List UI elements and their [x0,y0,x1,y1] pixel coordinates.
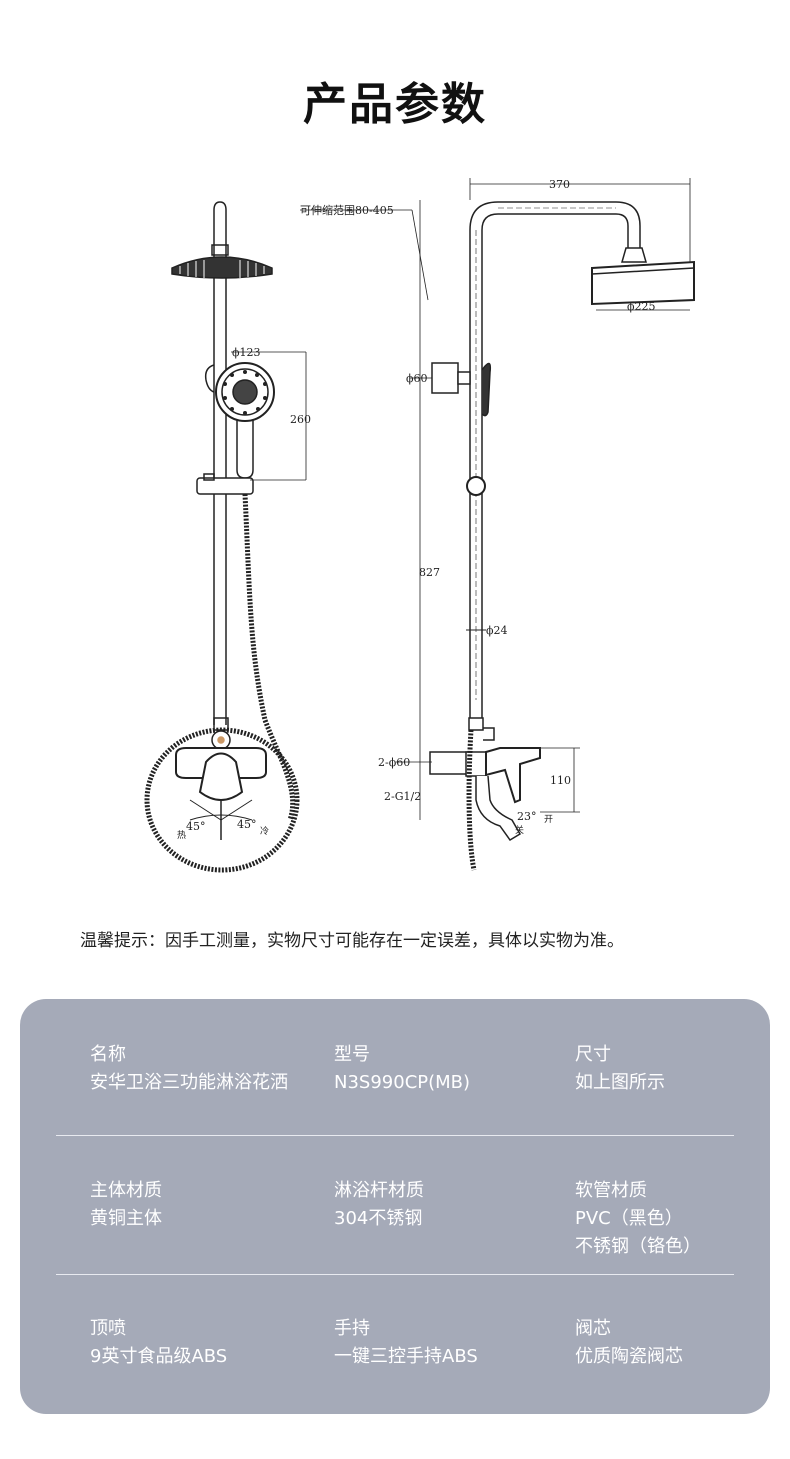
telescopic-label: 可伸缩范围80-405 [300,203,394,217]
spec-label: 手持 [334,1318,370,1339]
front-view [144,201,307,873]
spec-cell-model: 型号 N3S990CP(MB) [334,1041,470,1097]
head-diameter-label: ϕ225 [627,300,656,313]
side-view [300,178,695,871]
spec-value: 优质陶瓷阀芯 [575,1346,683,1367]
cold-label: 冷 [260,825,269,837]
angle-side-label: 23° [517,810,537,823]
angle-left-label: 45° [186,820,206,833]
spec-cell-name: 名称 安华卫浴三功能淋浴花洒 [90,1041,288,1097]
spec-cell-top-spray: 顶喷 9英寸食品级ABS [90,1315,227,1371]
spec-value: N3S990CP(MB) [334,1072,471,1093]
valve-height-label: 110 [550,774,571,787]
thread-label: 2-G1/2 [384,790,421,803]
spec-value: 安华卫浴三功能淋浴花洒 [90,1072,288,1093]
spec-value: 304不锈钢 [334,1208,423,1229]
spec-label: 顶喷 [90,1318,126,1339]
open-label: 开 [544,814,553,825]
spec-cell-hose-material: 软管材质 PVC（黑色） 不锈钢（铬色） [575,1177,701,1261]
notice-text: 温馨提示：因手工测量，实物尺寸可能存在一定误差，具体以实物为准。 [80,931,624,951]
spec-label: 名称 [90,1044,126,1065]
spec-label: 型号 [334,1044,370,1065]
spec-divider [56,1135,734,1136]
spec-label: 主体材质 [90,1180,162,1201]
spec-value: 如上图所示 [575,1072,665,1093]
pipe-diameter-label: ϕ24 [486,624,508,637]
spec-cell-valve-core: 阀芯 优质陶瓷阀芯 [575,1315,683,1371]
spec-value: PVC（黑色） 不锈钢（铬色） [575,1208,701,1257]
spec-cell-body-material: 主体材质 黄铜主体 [90,1177,162,1233]
spec-cell-size: 尺寸 如上图所示 [575,1041,665,1097]
angle-right-label: 45° [237,818,257,831]
spec-label: 软管材质 [575,1180,647,1201]
spec-cell-rod-material: 淋浴杆材质 304不锈钢 [334,1177,424,1233]
outlet-diameter-label: 2-ϕ60 [378,756,410,769]
spec-label: 阀芯 [575,1318,611,1339]
page-title: 产品参数 [303,79,487,130]
close-label: 关 [515,824,524,836]
spec-value: 黄铜主体 [90,1208,162,1229]
handheld-length-label: 260 [290,413,311,426]
handheld-diameter-label: ϕ123 [232,346,261,359]
spec-cell-handheld: 手持 一键三控手持ABS [334,1315,478,1371]
spec-label: 尺寸 [575,1044,611,1065]
spec-value: 9英寸食品级ABS [90,1346,228,1367]
spec-panel: 名称 安华卫浴三功能淋浴花洒 型号 N3S990CP(MB) 尺寸 如上图所示 … [20,999,770,1414]
spec-divider [56,1274,734,1275]
height-label: 827 [419,566,440,579]
technical-drawing: ϕ123 260 45° 45° 热 冷 [144,178,695,873]
holder-diameter-label: ϕ60 [406,372,428,385]
width-label: 370 [549,178,570,191]
hot-label: 热 [177,829,186,841]
spec-value: 一键三控手持ABS [334,1346,478,1367]
spec-label: 淋浴杆材质 [334,1180,424,1201]
